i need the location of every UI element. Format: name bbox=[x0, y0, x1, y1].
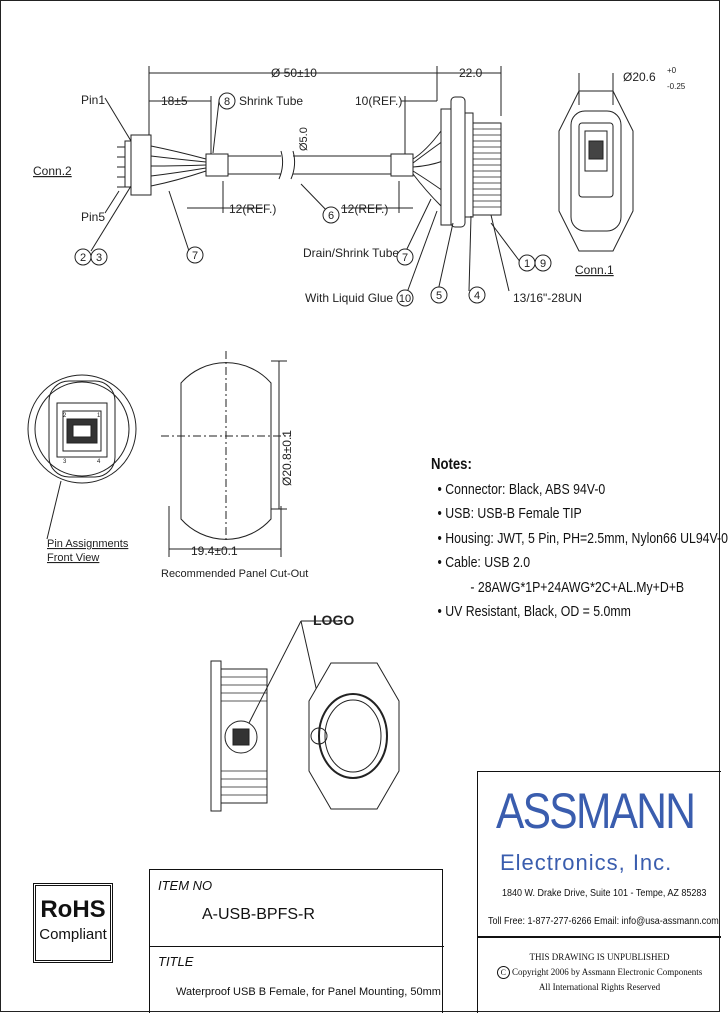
legal-block: THIS DRAWING IS UNPUBLISHED C Copyright … bbox=[477, 937, 721, 1013]
pin-assign-line1: Pin Assignments bbox=[47, 538, 129, 550]
note-uv: • UV Resistant, Black, OD = 5.0mm bbox=[437, 603, 631, 620]
pin-label-3: 3 bbox=[63, 459, 67, 465]
label-pin1: Pin1 bbox=[81, 93, 105, 107]
note-connector: • Connector: Black, ABS 94V-0 bbox=[437, 480, 606, 498]
balloon-7a: 7 bbox=[192, 250, 198, 262]
company-address: 1840 W. Drake Drive, Suite 101 - Tempe, … bbox=[502, 888, 707, 899]
panel-cutout-label: Recommended Panel Cut-Out bbox=[161, 568, 308, 580]
logo-label: LOGO bbox=[313, 612, 354, 628]
label-drain-shrink: Drain/Shrink Tube bbox=[303, 246, 399, 260]
company-block: ASSMANN Electronics, Inc. 1840 W. Drake … bbox=[477, 771, 721, 937]
dim-12ref-right: 12(REF.) bbox=[341, 202, 388, 216]
pin-assign-line2: Front View bbox=[47, 552, 99, 564]
dim-12ref-left: 12(REF.) bbox=[229, 202, 276, 216]
pin-label-1: 1 bbox=[97, 413, 101, 419]
balloon-9: 9 bbox=[540, 258, 546, 270]
dim-22-text: 22.0 bbox=[459, 66, 483, 80]
legal-rights: All International Rights Reserved bbox=[538, 982, 661, 992]
label-liquid-glue: With Liquid Glue bbox=[305, 291, 393, 305]
legal-copyright: Copyright 2006 by Assmann Electronic Com… bbox=[512, 967, 703, 977]
note-cable: • Cable: USB 2.0 bbox=[437, 554, 531, 571]
rohs-badge: RoHS Compliant bbox=[33, 883, 113, 963]
logo-side-flange bbox=[210, 660, 222, 812]
company-contact: Toll Free: 1-877-277-6266 Email: info@us… bbox=[488, 916, 719, 927]
balloon-1: 1 bbox=[524, 258, 530, 270]
dim-10ref-text: 10(REF.) bbox=[355, 94, 402, 108]
balloon-10: 10 bbox=[399, 293, 411, 305]
title-block: ITEM NO A-USB-BPFS-R TITLE Waterproof US… bbox=[149, 869, 444, 1013]
notes-block: Notes: • Connector: Black, ABS 94V-0 • U… bbox=[431, 453, 728, 625]
balloon-7b: 7 bbox=[402, 252, 408, 264]
balloon-6: 6 bbox=[328, 210, 334, 222]
label-shrink-tube: Shrink Tube bbox=[239, 94, 303, 108]
item-no-value: A-USB-BPFS-R bbox=[202, 906, 315, 923]
dim-20-8-text: Ø20.8±0.1 bbox=[280, 430, 294, 486]
label-pin5: Pin5 bbox=[81, 210, 105, 224]
dim-dia-tol-top: +0 bbox=[667, 66, 677, 75]
dim-dia-text: Ø20.6 bbox=[623, 70, 656, 84]
dim-d5-text: Ø5.0 bbox=[298, 127, 310, 151]
item-no-label: ITEM NO bbox=[158, 878, 213, 893]
rohs-top: RoHS bbox=[40, 896, 106, 923]
conn1-thread bbox=[472, 122, 502, 216]
note-cable-spec: - 28AWG*1P+24AWG*2C+AL.My+D+B bbox=[470, 578, 685, 596]
pin-label-4: 4 bbox=[97, 459, 101, 465]
copyright-symbol: C bbox=[496, 966, 510, 979]
label-conn2: Conn.2 bbox=[33, 164, 72, 178]
dim-19-4-text: 19.4±0.1 bbox=[191, 544, 238, 558]
conn1-flange bbox=[440, 108, 452, 226]
balloon-4: 4 bbox=[474, 290, 480, 302]
note-usb: • USB: USB-B Female TIP bbox=[437, 505, 582, 522]
company-subtitle: Electronics, Inc. bbox=[500, 850, 673, 875]
logo-hex bbox=[308, 662, 400, 810]
dim-overall-text: Ø 50±10 bbox=[271, 66, 317, 80]
dim-dia-tol-bot: -0.25 bbox=[667, 82, 686, 91]
label-conn1: Conn.1 bbox=[575, 263, 614, 277]
pin-assign-outer bbox=[27, 374, 137, 484]
note-housing: • Housing: JWT, 5 Pin, PH=2.5mm, Nylon66… bbox=[437, 529, 728, 547]
title-label: TITLE bbox=[158, 954, 194, 969]
title-value: Waterproof USB B Female, for Panel Mount… bbox=[176, 986, 441, 998]
pin-label-2: 2 bbox=[63, 413, 67, 419]
balloon-5: 5 bbox=[436, 290, 442, 302]
balloon-2: 2 bbox=[80, 252, 86, 264]
balloon-3: 3 bbox=[96, 252, 102, 264]
notes-heading: Notes: bbox=[431, 456, 472, 473]
legal-unpublished: THIS DRAWING IS UNPUBLISHED bbox=[529, 952, 670, 962]
rohs-bottom: Compliant bbox=[39, 926, 107, 943]
conn2-housing bbox=[130, 134, 152, 196]
balloon-8: 8 bbox=[224, 96, 230, 108]
label-thread: 13/16"-28UN bbox=[513, 291, 582, 305]
company-logo: ASSMANN bbox=[496, 783, 696, 839]
dim-18-text: 18±5 bbox=[161, 94, 188, 108]
